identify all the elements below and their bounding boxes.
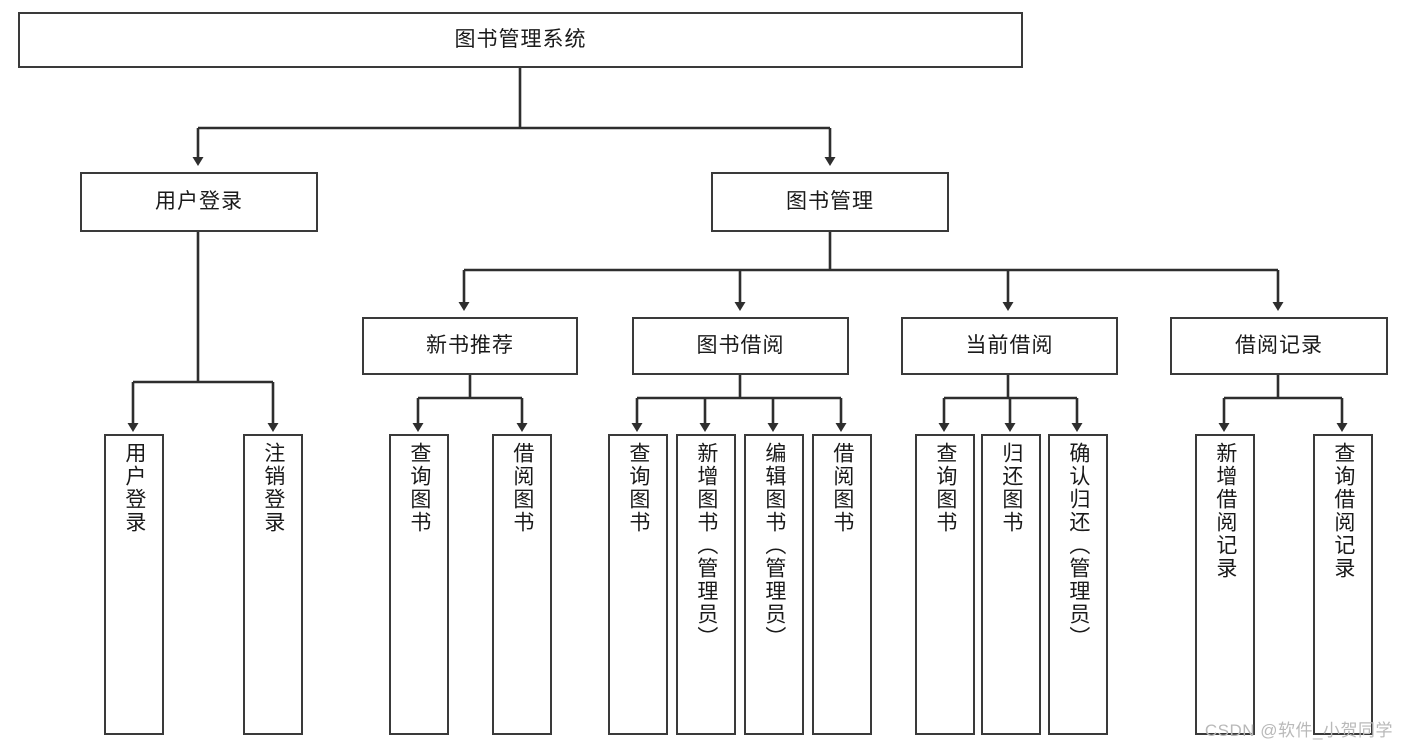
node-leaf-query-book-2-label: 查询图书 — [626, 442, 650, 534]
node-new-book-rec[interactable]: 新书推荐 — [362, 317, 578, 375]
node-leaf-edit-book[interactable]: 编辑图书（管理员） — [744, 434, 804, 735]
node-root[interactable]: 图书管理系统 — [18, 12, 1023, 68]
node-book-mgmt[interactable]: 图书管理 — [711, 172, 949, 232]
node-leaf-query-book-2[interactable]: 查询图书 — [608, 434, 668, 735]
node-current-borrow[interactable]: 当前借阅 — [901, 317, 1118, 375]
node-leaf-borrow-book-1-label: 借阅图书 — [510, 442, 534, 534]
node-leaf-return-book-label: 归还图书 — [999, 442, 1023, 534]
node-leaf-query-book-1-label: 查询图书 — [407, 442, 431, 534]
node-leaf-query-book-3-label: 查询图书 — [933, 442, 957, 534]
node-new-book-rec-label: 新书推荐 — [426, 334, 514, 358]
node-leaf-borrow-book-2-label: 借阅图书 — [830, 442, 854, 534]
node-leaf-edit-book-label: 编辑图书（管理员） — [762, 442, 786, 649]
node-book-borrow-label: 图书借阅 — [696, 334, 785, 358]
node-leaf-user-logout-label: 注销登录 — [261, 442, 285, 534]
node-leaf-user-login[interactable]: 用户登录 — [104, 434, 164, 735]
node-leaf-confirm-return-label: 确认归还（管理员） — [1066, 442, 1090, 649]
node-leaf-user-login-label: 用户登录 — [122, 442, 146, 534]
node-book-mgmt-label: 图书管理 — [786, 190, 874, 214]
node-leaf-borrow-book-2[interactable]: 借阅图书 — [812, 434, 872, 735]
node-leaf-return-book[interactable]: 归还图书 — [981, 434, 1041, 735]
node-leaf-user-logout[interactable]: 注销登录 — [243, 434, 303, 735]
node-user-login[interactable]: 用户登录 — [80, 172, 318, 232]
node-current-borrow-label: 当前借阅 — [965, 334, 1054, 358]
node-leaf-add-book-label: 新增图书（管理员） — [694, 442, 718, 649]
node-leaf-add-record[interactable]: 新增借阅记录 — [1195, 434, 1255, 735]
node-user-login-label: 用户登录 — [155, 190, 243, 214]
node-borrow-record-label: 借阅记录 — [1235, 334, 1323, 358]
node-leaf-query-record-label: 查询借阅记录 — [1331, 442, 1355, 580]
node-leaf-add-record-label: 新增借阅记录 — [1213, 442, 1237, 580]
node-leaf-confirm-return[interactable]: 确认归还（管理员） — [1048, 434, 1108, 735]
node-borrow-record[interactable]: 借阅记录 — [1170, 317, 1388, 375]
node-leaf-query-book-3[interactable]: 查询图书 — [915, 434, 975, 735]
node-root-label: 图书管理系统 — [454, 28, 587, 52]
node-book-borrow[interactable]: 图书借阅 — [632, 317, 849, 375]
node-leaf-borrow-book-1[interactable]: 借阅图书 — [492, 434, 552, 735]
node-leaf-add-book[interactable]: 新增图书（管理员） — [676, 434, 736, 735]
node-leaf-query-record[interactable]: 查询借阅记录 — [1313, 434, 1373, 735]
node-leaf-query-book-1[interactable]: 查询图书 — [389, 434, 449, 735]
csdn-watermark: CSDN @软件_小贺同学 — [1204, 721, 1393, 740]
